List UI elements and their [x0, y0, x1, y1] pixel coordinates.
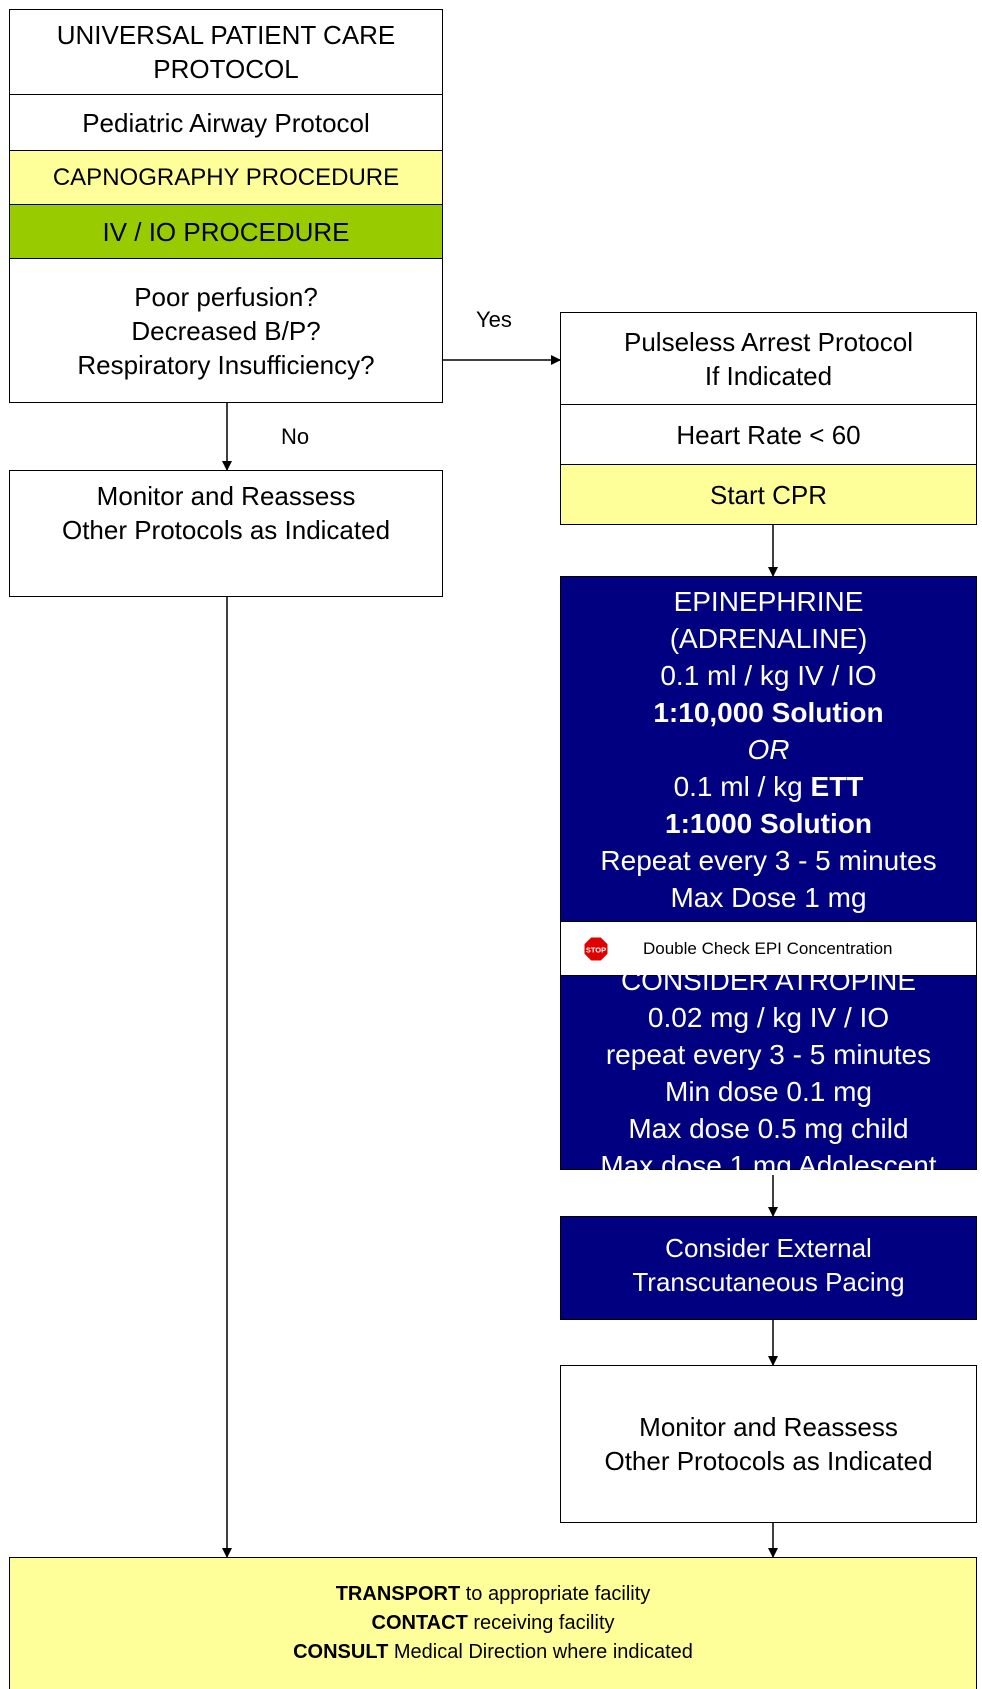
transport-bold: TRANSPORT	[335, 1583, 461, 1605]
left-monitor-line2: Other Protocols as Indicated	[61, 515, 391, 545]
epi-line6-bold: ETT	[810, 770, 864, 802]
pediatric-airway-label: Pediatric Airway Protocol	[82, 107, 370, 138]
atropine-line4: Min dose 0.1 mg	[665, 1075, 872, 1107]
atropine-box[interactable]: CONSIDER ATROPINE 0.02 mg / kg IV / IO r…	[560, 965, 977, 1181]
epi-line7: 1:1000 Solution	[665, 807, 872, 839]
epi-line4: 1:10,000 Solution	[653, 696, 884, 728]
no-label: No	[281, 424, 310, 449]
atropine-line2: 0.02 mg / kg IV / IO	[647, 1001, 890, 1033]
pulseless-line1: Pulseless Arrest Protocol	[623, 326, 913, 357]
epi-line8: Repeat every 3 - 5 minutes	[600, 844, 937, 876]
pulseless-arrest-box[interactable]: Pulseless Arrest Protocol If Indicated	[560, 312, 977, 405]
start-cpr-label: Start CPR	[709, 479, 828, 510]
pacing-box[interactable]: Consider External Transcutaneous Pacing	[560, 1216, 977, 1320]
epi-line9: Max Dose 1 mg	[670, 881, 867, 913]
atropine-line5: Max dose 0.5 mg child	[628, 1112, 909, 1144]
yes-label: Yes	[476, 307, 512, 332]
right-monitor-box[interactable]: Monitor and Reassess Other Protocols as …	[560, 1365, 977, 1523]
right-monitor-line1: Monitor and Reassess	[639, 1412, 898, 1442]
right-monitor-line2: Other Protocols as Indicated	[604, 1446, 933, 1476]
transport-box[interactable]: TRANSPORT to appropriate facility CONTAC…	[9, 1557, 977, 1689]
epi-line6: 0.1 ml / kg ETT	[674, 768, 864, 805]
question-line3: Respiratory Insufficiency?	[77, 349, 375, 380]
contact-line: CONTACT receiving facility	[372, 1609, 615, 1638]
transport-line: TRANSPORT to appropriate facility	[336, 1580, 651, 1609]
epi-line5: OR	[747, 733, 790, 765]
capnography-box[interactable]: CAPNOGRAPHY PROCEDURE	[9, 150, 443, 205]
atropine-line3: repeat every 3 - 5 minutes	[605, 1038, 932, 1070]
pacing-line2: Transcutaneous Pacing	[632, 1267, 905, 1297]
question-box[interactable]: Poor perfusion? Decreased B/P? Respirato…	[9, 258, 443, 403]
epi-line6-pre: 0.1 ml / kg	[673, 770, 811, 802]
iv-io-label: IV / IO PROCEDURE	[102, 216, 350, 247]
atropine-line6: Max dose 1 mg Adolescent	[600, 1149, 937, 1181]
pediatric-airway-box[interactable]: Pediatric Airway Protocol	[9, 94, 443, 151]
heart-rate-box[interactable]: Heart Rate < 60	[560, 404, 977, 465]
consult-rest: Medical Direction where indicated	[388, 1641, 693, 1663]
consult-bold: CONSULT	[293, 1641, 389, 1663]
double-check-label: Double Check EPI Concentration	[643, 938, 893, 958]
start-cpr-box[interactable]: Start CPR	[560, 464, 977, 525]
question-line2: Decreased B/P?	[131, 315, 321, 346]
epi-line1: EPINEPHRINE	[673, 585, 864, 617]
iv-io-box[interactable]: IV / IO PROCEDURE	[9, 204, 443, 259]
double-check-box[interactable]: STOP Double Check EPI Concentration	[560, 921, 977, 976]
universal-protocol-box[interactable]: UNIVERSAL PATIENT CARE PROTOCOL	[9, 9, 443, 95]
universal-protocol-line1: UNIVERSAL PATIENT CARE	[56, 20, 396, 50]
left-monitor-box[interactable]: Monitor and Reassess Other Protocols as …	[9, 470, 443, 597]
consult-line: CONSULT Medical Direction where indicate…	[293, 1638, 693, 1667]
epi-line3: 0.1 ml / kg IV / IO	[660, 659, 877, 691]
universal-protocol-line2: PROTOCOL	[153, 54, 299, 84]
pacing-line1: Consider External	[665, 1233, 872, 1263]
transport-rest: to appropriate facility	[460, 1583, 651, 1605]
pulseless-line2: If Indicated	[704, 360, 833, 391]
stop-sign-icon: STOP	[583, 936, 609, 962]
question-line1: Poor perfusion?	[134, 281, 318, 312]
contact-rest: receiving facility	[467, 1612, 615, 1634]
atropine-line1: CONSIDER ATROPINE	[620, 964, 917, 996]
capnography-label: CAPNOGRAPHY PROCEDURE	[52, 163, 400, 191]
contact-bold: CONTACT	[371, 1612, 468, 1634]
left-monitor-line1: Monitor and Reassess	[96, 481, 356, 511]
stop-sign-text: STOP	[586, 945, 606, 954]
epinephrine-box[interactable]: EPINEPHRINE (ADRENALINE) 0.1 ml / kg IV …	[560, 576, 977, 922]
heart-rate-label: Heart Rate < 60	[676, 419, 861, 450]
epi-line2: (ADRENALINE)	[669, 622, 868, 654]
